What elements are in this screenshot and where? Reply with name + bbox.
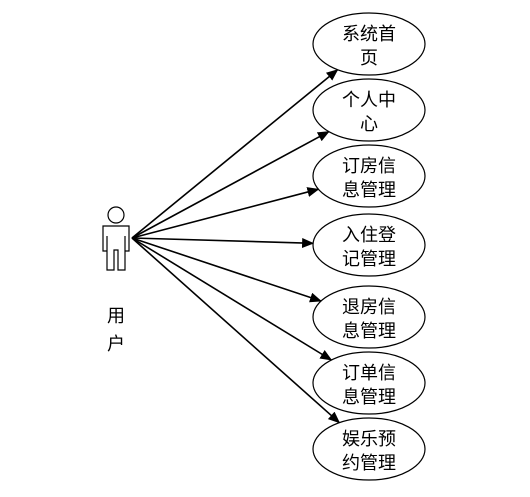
use-case-label-line-2: 息管理 bbox=[342, 321, 396, 342]
use-case-ellipse bbox=[312, 12, 426, 76]
association-arrow-profile bbox=[131, 130, 330, 239]
use-case-ellipse bbox=[312, 285, 426, 349]
actor-label-line-2: 户 bbox=[107, 334, 125, 355]
actor-label-line-1: 用 bbox=[107, 306, 125, 327]
use-case-label-line-2: 约管理 bbox=[342, 453, 396, 474]
use-case-label-line-2: 息管理 bbox=[342, 387, 396, 408]
associations bbox=[131, 69, 341, 424]
use-case-ellipse bbox=[312, 213, 426, 277]
user-actor bbox=[102, 206, 130, 271]
use-case-label-line-2: 记管理 bbox=[342, 249, 396, 270]
association-arrow-checkout-info bbox=[131, 237, 322, 303]
use-case-label-line-1: 订单信 bbox=[342, 363, 396, 384]
use-case-label-line-1: 退房信 bbox=[342, 297, 396, 318]
actor-head bbox=[107, 206, 125, 224]
association-arrow-entertainment bbox=[131, 237, 341, 424]
use-case-label-line-1: 入住登 bbox=[342, 225, 396, 246]
association-arrow-home bbox=[131, 69, 339, 239]
use-case-label-line-2: 息管理 bbox=[342, 180, 396, 201]
use-case-label-line-2: 心 bbox=[360, 114, 378, 135]
use-case-label-line-1: 系统首 bbox=[342, 24, 396, 45]
actor-body bbox=[102, 225, 130, 271]
use-case-label-line-1: 娱乐预 bbox=[342, 429, 396, 450]
use-case-label-line-2: 页 bbox=[360, 48, 378, 69]
use-case-ellipse bbox=[312, 417, 426, 481]
use-case-label-line-1: 个人中 bbox=[342, 90, 396, 111]
association-arrow-booking-info bbox=[131, 187, 320, 239]
association-arrow-order-info bbox=[131, 237, 333, 361]
use-case-label-line-1: 订房信 bbox=[342, 156, 396, 177]
association-arrow-checkin bbox=[131, 237, 315, 248]
use-case-ellipse bbox=[312, 144, 426, 208]
use-case-ellipse bbox=[312, 78, 426, 142]
use-case-ellipse bbox=[312, 351, 426, 415]
